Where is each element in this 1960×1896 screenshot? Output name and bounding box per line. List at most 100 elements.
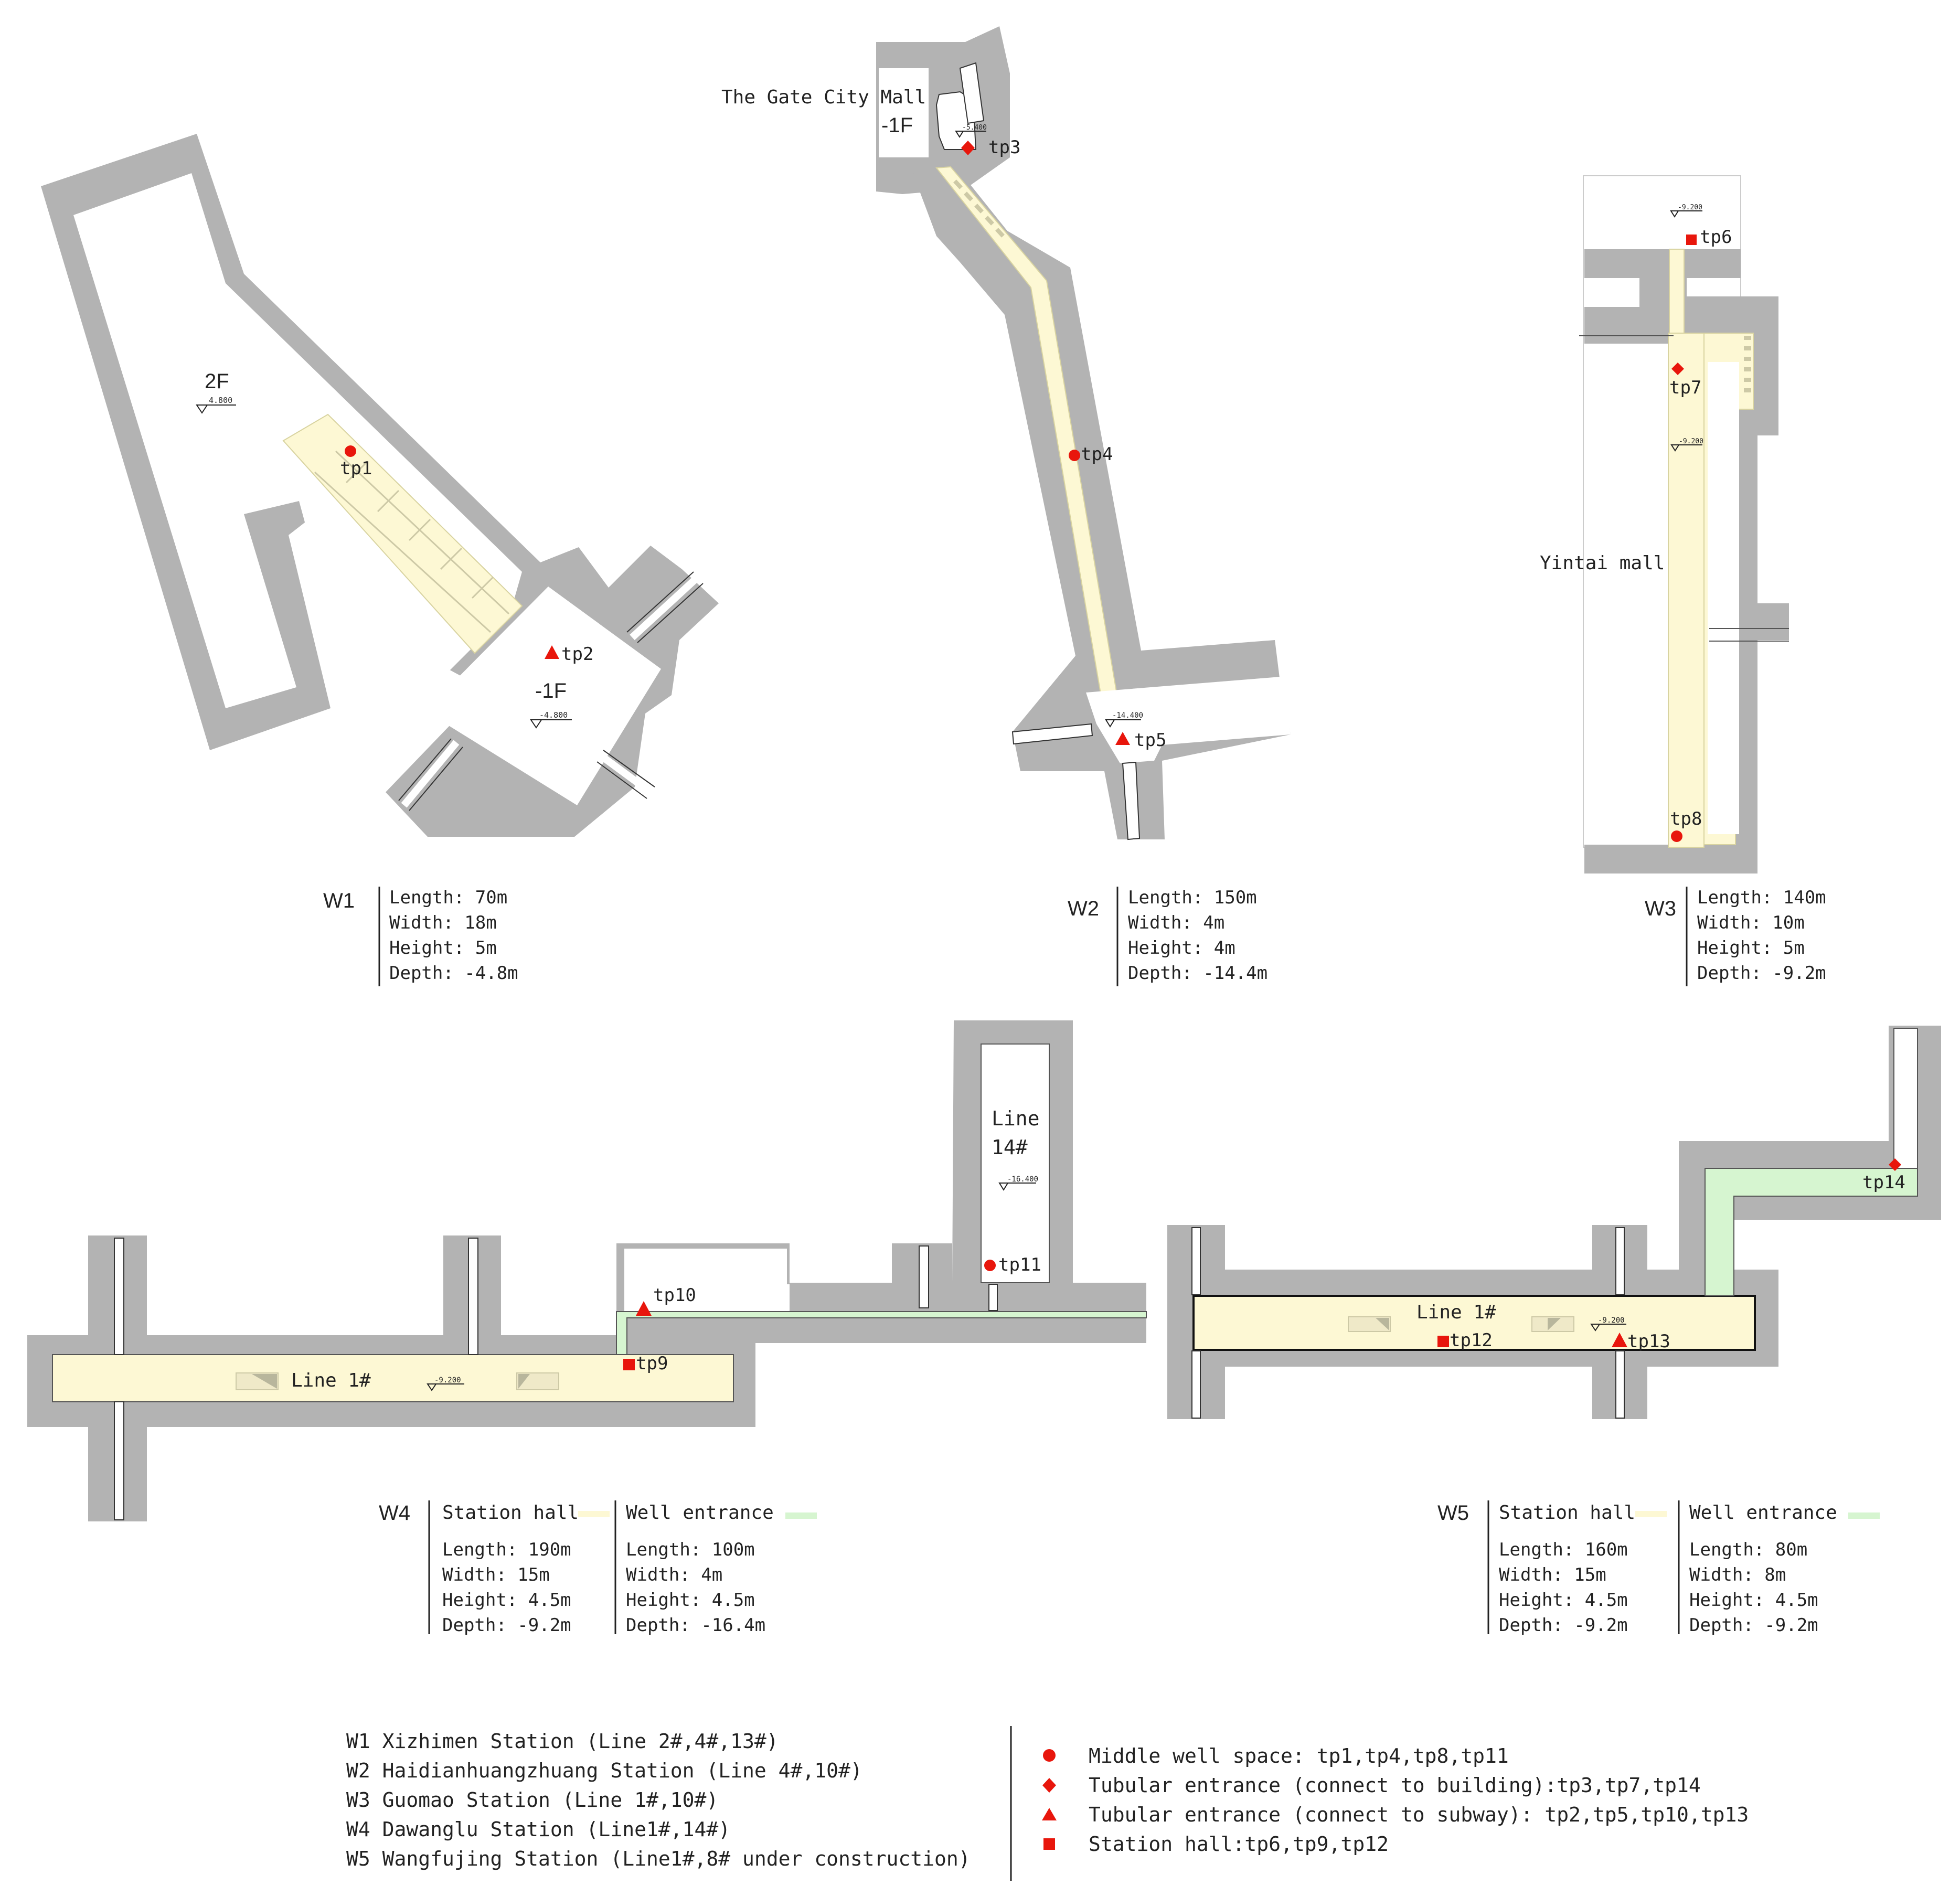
w3-info-panel: W3 Length: 140m Width: 10m Height: 5m De… [1645,887,1826,986]
w3-length: Length: 140m [1697,887,1826,908]
w3-level-top: -9.200 [1670,204,1702,218]
w3-mall-label: Yintai mall [1540,552,1665,574]
w4-line1-label: Line 1# [291,1370,371,1391]
svg-text:-4.800: -4.800 [539,710,568,720]
legend-circle-icon [1043,1749,1056,1762]
w5-well-length: Length: 80m [1689,1539,1807,1560]
w1-length: Length: 70m [389,887,507,908]
w5-wall [1167,1026,1941,1419]
svg-text:-9.200: -9.200 [1679,438,1703,445]
w5-well-width: Width: 8m [1689,1564,1786,1585]
w1-exit-passages [401,574,700,808]
station-w5: W5 Wangfujing Station (Line1#,8# under c… [346,1847,971,1870]
w3-panel-name: W3 [1645,897,1676,920]
w1-level-1f: -4.800 [530,710,572,729]
w5-line1-label: Line 1# [1416,1302,1496,1323]
svg-text:-9.200: -9.200 [1598,1316,1625,1325]
w4-level-hall: -9.200 [427,1376,464,1391]
w5-exit-passages [1191,1227,1625,1419]
w5-hall-title: Station hall [1499,1502,1635,1524]
w5-info-panel: W5 Station hall Length: 160m Width: 15m … [1437,1500,1880,1636]
w4-plan: Line 1# -9.200 Line 14# -16.400 tp9 tp10… [27,1020,1147,1521]
tp4-label: tp4 [1081,444,1113,465]
svg-text:-5.400: -5.400 [962,124,987,132]
legend-circle-text: Middle well space: tp1,tp4,tp8,tp11 [1089,1744,1509,1767]
tp5-label: tp5 [1134,730,1166,751]
tp6-marker [1686,235,1697,245]
tp13-marker [1612,1333,1627,1347]
w4-well-width: Width: 4m [626,1564,722,1585]
w4-hall-height: Height: 4.5m [442,1590,571,1611]
w1-depth: Depth: -4.8m [389,963,518,984]
w5-hall [1192,1295,1756,1351]
w3-depth: Depth: -9.2m [1697,963,1826,984]
svg-text:-9.200: -9.200 [434,1376,461,1384]
w2-plan: The Gate City Mall -1F -5.400 tp3 tp4 -1… [721,26,1291,840]
w2-level-bottom: -14.400 [1105,711,1143,728]
w1-1f-label: -1F [535,679,567,702]
tp12-label: tp12 [1450,1330,1493,1351]
w4-hall-width: Width: 15m [442,1564,550,1585]
w1-2f-label: 2F [205,370,229,393]
w3-corridor-strip [1668,333,1705,848]
svg-text:-16.400: -16.400 [1007,1175,1038,1184]
tp1-marker [345,445,356,457]
tp7-marker [1671,363,1684,375]
svg-text:4.800: 4.800 [209,396,232,405]
w2-bottom-hall [1086,677,1291,763]
w2-floor-label: -1F [881,114,913,137]
w2-length: Length: 150m [1128,887,1257,908]
w2-height: Height: 4m [1128,938,1235,958]
tp13-label: tp13 [1627,1331,1670,1352]
w5-panel-name: W5 [1437,1501,1469,1525]
w2-panel-name: W2 [1068,897,1099,920]
w3-escalator [1744,336,1751,392]
station-w1: W1 Xizhimen Station (Line 2#,4#,13#) [346,1730,779,1753]
svg-text:-14.400: -14.400 [1112,711,1143,720]
w2-exit-passages [1011,723,1141,840]
w5-plan: Line 1# -9.200 tp12 tp13 tp14 [1167,1026,1941,1419]
legend-triangle-text: Tubular entrance (connect to subway): tp… [1089,1803,1749,1826]
w5-hall-height: Height: 4.5m [1499,1590,1628,1611]
w4-well-depth: Depth: -16.4m [626,1615,765,1636]
w4-line14-room [981,1043,1050,1283]
w3-height: Height: 5m [1697,938,1805,958]
legend-diamond-icon [1042,1778,1056,1793]
w5-hall-depth: Depth: -9.2m [1499,1615,1628,1636]
w5-escalators [1348,1316,1574,1332]
w3-width: Width: 10m [1697,912,1805,933]
legend-square-icon [1043,1838,1055,1850]
tp11-label: tp11 [998,1254,1041,1275]
w1-stair-corridor [282,413,523,654]
w5-well-height: Height: 4.5m [1689,1590,1818,1611]
tp3-marker [961,141,975,155]
w1-info-panel: W1 Length: 70m Width: 18m Height: 5m Dep… [323,887,518,986]
marker-legend: Middle well space: tp1,tp4,tp8,tp11 Tubu… [1042,1744,1749,1856]
w4-wall [27,1020,1146,1521]
w4-hall-title: Station hall [442,1502,579,1524]
tp9-label: tp9 [636,1353,668,1374]
w2-info-panel: W2 Length: 150m Width: 4m Height: 4m Dep… [1068,887,1267,986]
w4-well-swatch [785,1512,817,1519]
station-w3: W3 Guomao Station (Line 1#,10#) [346,1788,718,1812]
w1-width: Width: 18m [389,912,497,933]
station-list: W1 Xizhimen Station (Line 2#,4#,13#) W2 … [346,1730,971,1870]
w4-line14-label-b: 14# [992,1136,1028,1159]
tp12-marker [1437,1336,1449,1347]
w5-hall-width: Width: 15m [1499,1564,1606,1585]
tp6-label: tp6 [1700,227,1732,248]
tp2-label: tp2 [561,644,593,665]
tp1-label: tp1 [340,458,372,479]
w4-well-length: Length: 100m [626,1539,755,1560]
tp8-marker [1671,830,1682,842]
w5-well-title: Well entrance [1689,1502,1837,1524]
w4-green-passage [616,1311,1147,1355]
w1-height: Height: 5m [389,938,497,958]
w1-panel-name: W1 [323,889,355,912]
tp3-label: tp3 [988,137,1020,158]
tp5-marker [1115,732,1130,745]
tp14-label: tp14 [1862,1172,1905,1193]
tp4-marker [1069,450,1080,461]
w4-escalators [236,1372,559,1390]
